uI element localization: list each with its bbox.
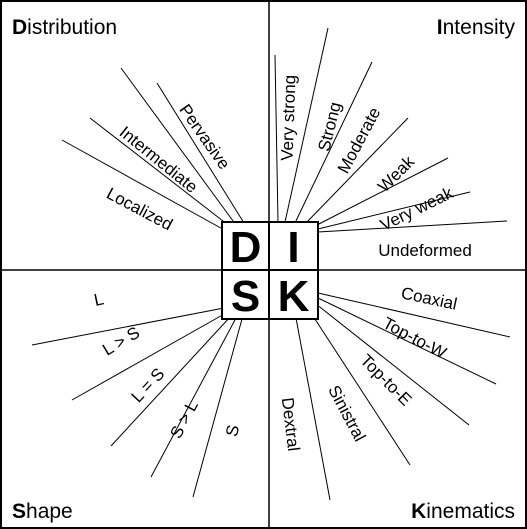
ray-l: [31, 307, 225, 346]
letter-s: S: [231, 272, 260, 321]
ray-very-strong: [274, 54, 279, 223]
label-undeformed: Undeformed: [378, 241, 472, 260]
ray-s: [192, 318, 243, 498]
label-s-gt-l: S > L: [166, 397, 202, 441]
ray-coaxial: [317, 292, 511, 338]
ray-l-gt-s: [71, 312, 227, 401]
intensity-rays: [274, 27, 508, 233]
ray-top-to-w: [317, 297, 497, 385]
heading-shape: Shape: [12, 500, 73, 523]
ray-pervasive-outer: [120, 67, 237, 226]
ray-localized: [61, 139, 229, 233]
ray-intermediate: [89, 117, 233, 229]
disk-block: D I S K: [221, 221, 319, 321]
label-l-gt-s: L > S: [99, 323, 143, 360]
ray-weak: [304, 117, 409, 225]
label-pervasive: Pervasive: [175, 101, 233, 173]
ray-strong: [284, 27, 329, 223]
ray-dextral: [295, 317, 331, 501]
letter-d: D: [230, 223, 262, 272]
label-dextral: Dextral: [278, 396, 303, 452]
shape-rays: [31, 307, 243, 498]
box-i: [268, 221, 319, 271]
ray-top-to-e: [315, 303, 470, 426]
ray-s-gt-l: [150, 317, 237, 478]
box-k: [268, 269, 319, 320]
label-weak: Weak: [374, 152, 418, 196]
heading-kinematics: Kinematics: [411, 500, 515, 523]
ray-very-weak-lower: [317, 191, 471, 230]
ray-l-eq-s: [110, 315, 232, 447]
label-l: L: [92, 289, 105, 310]
letter-k: K: [278, 272, 310, 321]
letter-i: I: [287, 223, 299, 272]
ray-pervasive: [156, 82, 245, 224]
ray-moderate: [294, 61, 373, 224]
ray-very-weak: [314, 157, 449, 227]
ray-sinistral: [310, 312, 411, 466]
kinematics-rays: [295, 292, 511, 501]
ray-undeformed: [317, 220, 508, 233]
label-strong: Strong: [314, 100, 345, 153]
distribution-rays: [61, 67, 245, 233]
label-s: S: [222, 423, 243, 438]
label-l-eq-s: L = S: [128, 364, 169, 406]
heading-intensity: Intensity: [437, 16, 516, 39]
label-coaxial: Coaxial: [399, 283, 458, 313]
label-very-strong: Very strong: [278, 75, 300, 162]
label-localized: Localized: [103, 184, 175, 234]
heading-distribution: Distribution: [12, 16, 117, 39]
